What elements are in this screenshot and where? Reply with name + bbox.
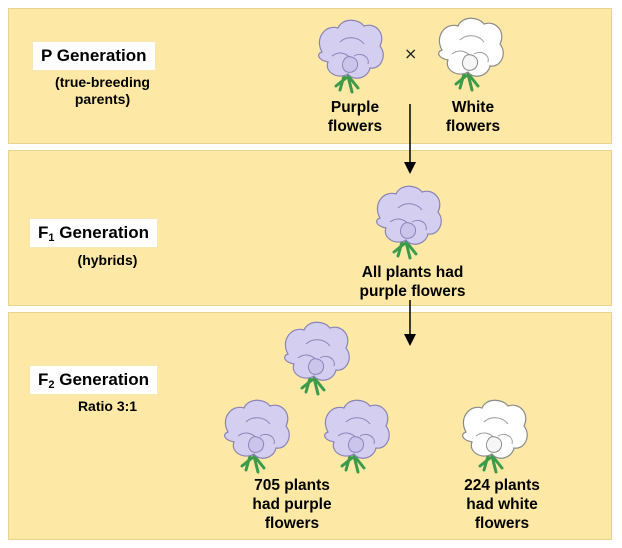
purple-flower-icon xyxy=(216,396,296,476)
f1-caption: All plants had purple flowers xyxy=(359,264,466,300)
purple-flower-icon xyxy=(368,182,448,262)
p-generation-title: P Generation xyxy=(33,42,155,70)
p-purple-caption: Purple flowers xyxy=(327,99,383,135)
arrow-down-icon xyxy=(404,300,416,346)
arrow-down-icon xyxy=(404,104,416,174)
p-generation-panel xyxy=(8,8,612,144)
purple-flower-icon xyxy=(310,16,390,96)
cross-symbol: × xyxy=(404,44,418,63)
f2-purple-caption: 705 plants had purple flowers xyxy=(252,477,332,532)
f1-generation-title: F1 Generation xyxy=(30,219,157,247)
white-flower-icon xyxy=(430,14,510,94)
f1-generation-subtitle: (hybrids) xyxy=(77,252,138,268)
purple-flower-icon xyxy=(316,396,396,476)
f2-generation-subtitle: Ratio 3:1 xyxy=(77,398,138,414)
f2-generation-title: F2 Generation xyxy=(30,366,157,394)
white-flower-icon xyxy=(454,396,534,476)
purple-flower-icon xyxy=(276,318,356,398)
p-white-caption: White flowers xyxy=(445,99,501,135)
f2-white-caption: 224 plants had white flowers xyxy=(464,477,540,532)
p-generation-subtitle: (true-breeding parents) xyxy=(55,74,150,107)
